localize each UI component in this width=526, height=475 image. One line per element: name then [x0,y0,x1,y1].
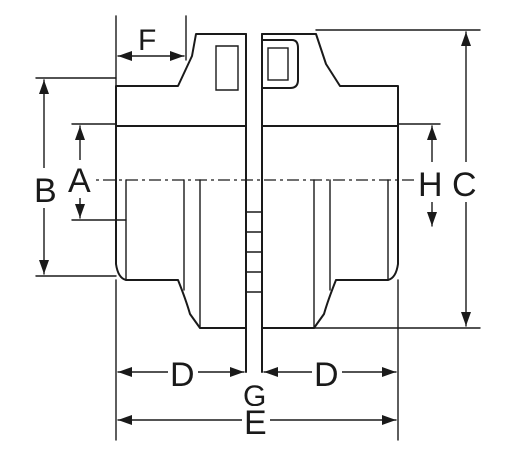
label-f: F [138,24,156,57]
label-c: C [452,166,477,204]
label-a: A [68,162,91,200]
right-hub-section [261,33,399,127]
right-hub-body [261,125,399,329]
label-g: G [243,380,266,413]
dim-f-arrow [117,51,185,61]
label-b: B [34,172,57,210]
label-d-left: D [170,356,195,394]
label-e: E [244,404,267,442]
gap-teeth [245,211,263,293]
insert-core [267,47,289,81]
elastic-insert [215,45,239,91]
left-hub-section [115,33,247,127]
label-d-right: D [314,356,339,394]
label-h: H [418,166,443,204]
elastic-insert-right [261,39,299,89]
left-hub-body [115,125,247,329]
